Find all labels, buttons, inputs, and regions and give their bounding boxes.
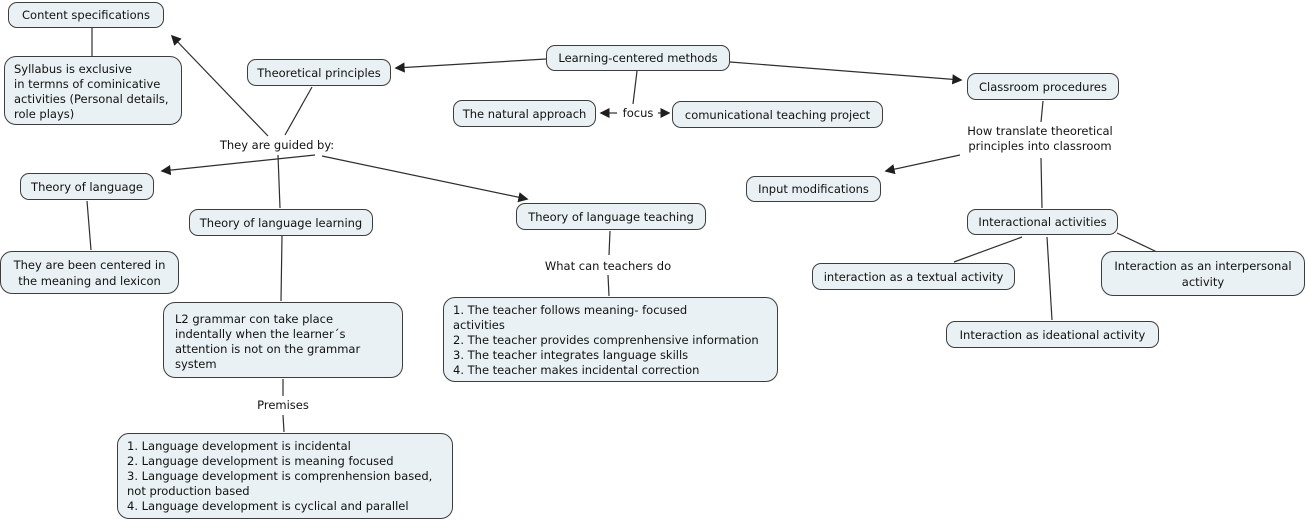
node-classroom-procedures[interactable]: Classroom procedures — [967, 73, 1119, 100]
edge-lcm-theoretical — [394, 58, 547, 73]
linking-phrase-premises[interactable]: Premises — [257, 398, 309, 412]
edge-theorylearning-l2grammar — [280, 235, 283, 302]
node-content-specifications[interactable]: Content specifications — [8, 2, 164, 28]
node-interactional-activities[interactable]: Interactional activities — [967, 209, 1118, 235]
node-l2-grammar-note[interactable]: L2 grammar con take place indentally whe… — [163, 302, 403, 378]
node-theory-of-language[interactable]: Theory of language — [20, 173, 154, 200]
node-theory-of-language-learning[interactable]: Theory of language learning — [189, 209, 373, 236]
linking-phrase-guided-by[interactable]: They are guided by: — [219, 138, 335, 152]
edge-guidedby-theorylearning — [277, 154, 281, 209]
node-interaction-interpersonal-activity[interactable]: Interaction as an interpersonal activity — [1101, 251, 1305, 296]
edge-theorylanguage-centered — [86, 200, 92, 251]
edge-classroom-howtranslate — [1040, 100, 1044, 123]
edge-guidedby-contentspec — [170, 34, 269, 137]
edge-interactional-interpersonal — [1116, 232, 1158, 253]
edge-interactional-ideational — [1046, 236, 1053, 321]
node-natural-approach[interactable]: The natural approach — [453, 100, 596, 127]
linking-phrase-what-can-teachers-do[interactable]: What can teachers do — [544, 259, 672, 273]
edge-theoryteaching-whatcan — [608, 230, 611, 256]
edge-premises-premiseslist — [282, 414, 285, 433]
edge-theoretical-guidedby — [284, 86, 313, 136]
node-theory-of-language-teaching[interactable]: Theory of language teaching — [516, 203, 706, 230]
node-learning-centered-methods[interactable]: Learning-centered methods — [546, 45, 730, 71]
node-input-modifications[interactable]: Input modifications — [746, 176, 881, 202]
node-interaction-textual-activity[interactable]: interaction as a textual activity — [812, 263, 1015, 290]
node-comunicational-teaching-project[interactable]: comunicational teaching project — [672, 101, 883, 128]
node-syllabus-note[interactable]: Syllabus is exclusive in termns of comin… — [4, 56, 182, 125]
node-theoretical-principles[interactable]: Theoretical principles — [247, 59, 391, 86]
edge-howtranslate-inputmods — [884, 154, 961, 175]
node-interaction-ideational-activity[interactable]: Interaction as ideational activity — [946, 321, 1159, 348]
edge-guidedby-theorylanguage — [160, 154, 316, 176]
node-meaning-lexicon-note[interactable]: They are been centered in the meaning an… — [0, 251, 179, 294]
edge-interactional-textual — [953, 236, 1023, 263]
edge-lcm-classroom — [729, 61, 963, 85]
edge-lcm-focus — [632, 70, 638, 105]
linking-phrase-focus[interactable]: focus — [622, 106, 654, 120]
edge-whatcan-teacherslist — [607, 274, 610, 297]
node-premises-list[interactable]: 1. Language development is incidental 2.… — [117, 433, 453, 519]
edge-howtranslate-interactional — [1040, 157, 1043, 209]
linking-phrase-how-translate[interactable]: How translate theoretical principles int… — [967, 124, 1113, 153]
edge-guidedby-theoryteaching — [321, 155, 529, 203]
node-teachers-list[interactable]: 1. The teacher follows meaning- focused … — [443, 297, 778, 382]
